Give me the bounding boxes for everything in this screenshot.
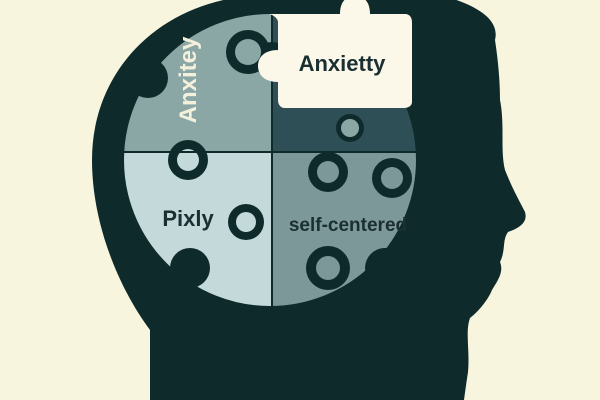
puzzle-label-bottom-right: self-centered bbox=[289, 215, 407, 236]
puzzle-label-top-right: Anxietty bbox=[299, 51, 387, 76]
puzzle-label-bottom-left: Pixly bbox=[162, 206, 214, 231]
floating-puzzle-piece bbox=[258, 0, 412, 108]
brain-outline bbox=[116, 6, 424, 314]
puzzle-label-top-left: Anxitey bbox=[175, 36, 202, 123]
